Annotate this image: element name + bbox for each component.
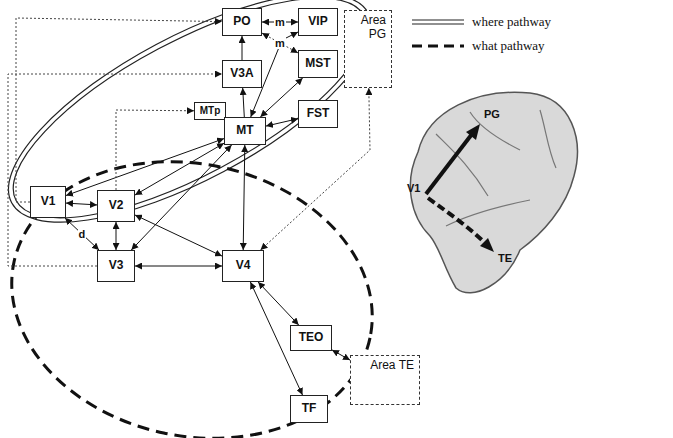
connector-arrow — [242, 36, 243, 60]
connector-arrow — [65, 218, 99, 250]
area-box-solid: FST — [298, 100, 338, 128]
brain-illustration — [410, 92, 577, 292]
area-box-solid: V3 — [97, 250, 135, 282]
what-pathway-outline — [0, 129, 398, 438]
area-name: V2 — [109, 199, 124, 213]
area-box-solid: MTp — [194, 102, 226, 120]
connector-arrow — [260, 78, 302, 117]
connector-arrow — [332, 350, 350, 360]
dotted-connector — [16, 18, 222, 202]
area-name: TEO — [299, 331, 324, 345]
area-box-solid: VIP — [298, 8, 338, 36]
area-name: PO — [233, 15, 250, 29]
connector-arrow — [266, 119, 298, 126]
legend-text: where pathway — [472, 14, 551, 30]
connector-arrow — [135, 143, 224, 195]
area-box-solid: MT — [224, 117, 266, 145]
area-name: FST — [307, 107, 330, 121]
connector-arrow — [135, 266, 222, 267]
area-box-solid: V1 — [30, 186, 66, 218]
connector-arrow — [243, 145, 245, 250]
where-pathway-outline — [0, 0, 402, 266]
edge-label: m — [274, 37, 286, 49]
area-box-solid: TF — [290, 395, 328, 423]
area-name: V4 — [236, 259, 251, 273]
dotted-connector — [262, 33, 298, 53]
area-name: TF — [302, 402, 317, 416]
legend-row: where pathway — [412, 14, 551, 30]
area-box-solid: V3A — [222, 60, 262, 88]
connector-arrow — [116, 222, 117, 250]
connector-arrow — [66, 203, 97, 205]
area-box: Area PG — [344, 10, 392, 88]
area-box-solid: PO — [222, 8, 262, 36]
area-name: VIP — [308, 15, 327, 29]
area-box: Area TE — [350, 355, 420, 405]
double-line-sample — [412, 16, 464, 28]
legend-text: what pathway — [472, 38, 545, 54]
area-box-solid: V4 — [222, 250, 264, 282]
dotted-connector — [261, 88, 371, 250]
area-name: V3 — [109, 259, 124, 273]
connector-arrow — [131, 145, 231, 250]
area-name: Area TE — [370, 359, 414, 373]
area-name: MST — [305, 57, 330, 71]
area-name: MT — [236, 124, 253, 138]
edge-label: m — [274, 16, 286, 28]
dotted-connector — [116, 110, 194, 190]
brain-area-label: TE — [498, 252, 512, 264]
area-box-solid: TEO — [290, 325, 332, 351]
legend-row: what pathway — [412, 38, 545, 54]
connector-arrow — [135, 215, 222, 256]
area-box-solid: V2 — [97, 190, 135, 222]
dashed-line-sample — [412, 40, 464, 52]
area-name: Area PG — [350, 14, 386, 42]
edge-label: d — [78, 228, 87, 240]
area-name: MTp — [200, 105, 221, 117]
area-name: V3A — [230, 67, 253, 81]
area-name: V1 — [41, 195, 56, 209]
area-box-solid: MST — [298, 50, 338, 78]
connector-arrow — [66, 139, 224, 196]
brain-area-label: V1 — [407, 182, 420, 194]
connector-arrow — [258, 282, 299, 325]
dotted-connector — [8, 74, 222, 266]
brain-area-label: PG — [484, 108, 500, 120]
connector-arrow — [243, 88, 245, 117]
